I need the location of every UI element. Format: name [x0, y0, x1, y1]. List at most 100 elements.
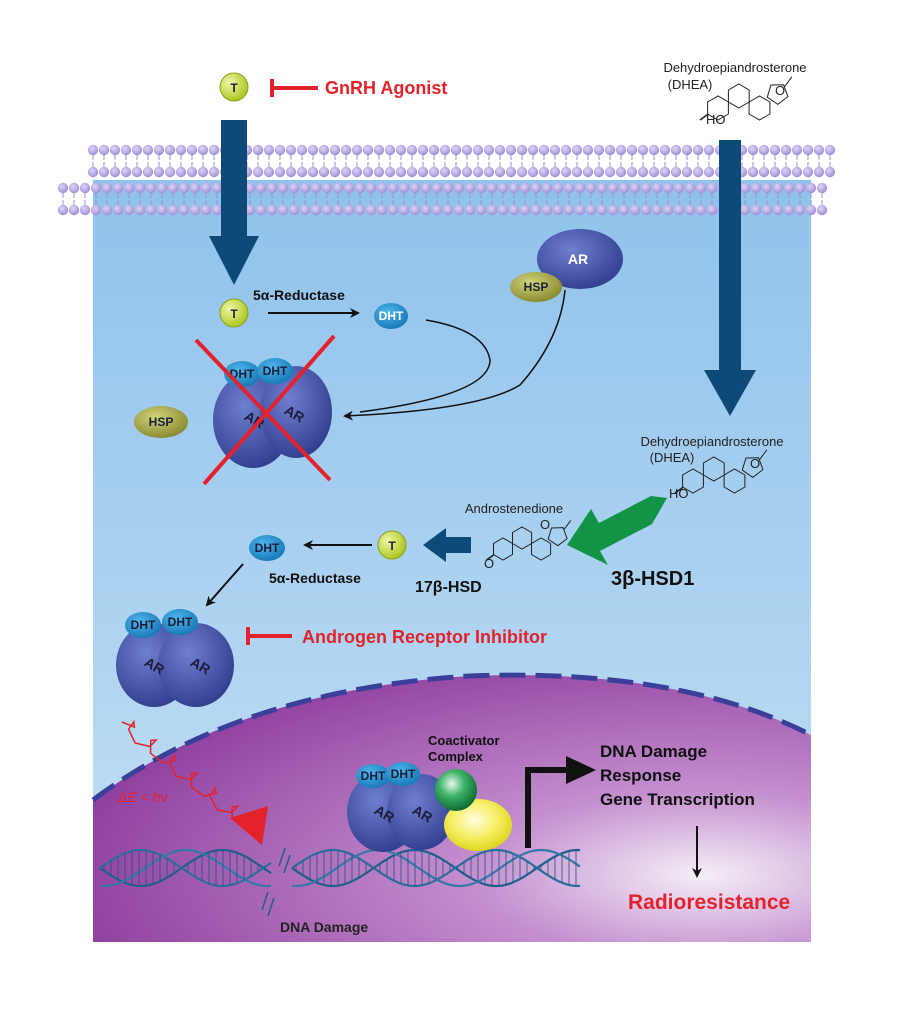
steroid-ring: [727, 83, 750, 109]
lipid-head: [519, 182, 531, 194]
oxo-label-andro-a: O: [484, 556, 494, 571]
dna-damage-label: DNA Damage: [280, 919, 368, 935]
lipid-head: [365, 204, 377, 216]
lipid-head: [662, 204, 674, 216]
lipid-head: [783, 182, 795, 194]
dna-strand: [99, 848, 272, 888]
lipid-head: [406, 166, 418, 178]
ar-inhibitor-bar: [246, 627, 292, 645]
lipid-head: [538, 166, 550, 178]
testosterone-molecule-lower: T: [377, 530, 407, 560]
lipid-head: [593, 166, 605, 178]
lipid-head: [164, 144, 176, 156]
dhea-structure-top: [699, 76, 793, 121]
lipid-head: [739, 204, 751, 216]
lipid-head: [431, 182, 443, 194]
lipid-head: [307, 144, 319, 156]
lipid-head: [439, 166, 451, 178]
lipid-head: [552, 182, 564, 194]
ho-label-cell: HO: [669, 486, 689, 501]
lipid-head: [120, 166, 132, 178]
lipid-head: [439, 144, 451, 156]
lipid-head: [178, 182, 190, 194]
lipid-head: [244, 182, 256, 194]
lipid-head: [277, 204, 289, 216]
lipid-head: [329, 166, 341, 178]
androstenedione-structure: [486, 520, 572, 561]
lipid-head: [376, 204, 388, 216]
lipid-head: [563, 182, 575, 194]
lipid-head: [750, 204, 762, 216]
coactivator-label-1: Coactivator: [428, 733, 500, 748]
dna-break-marks: [261, 847, 291, 917]
lipid-head: [189, 204, 201, 216]
ketone-bond: [563, 520, 572, 530]
energy-label: ΔE = hν: [117, 789, 167, 805]
dhea-name-cell: Dehydroepiandrosterone: [640, 434, 783, 449]
lipid-head: [431, 204, 443, 216]
lipid-head: [156, 182, 168, 194]
lipid-head: [156, 204, 168, 216]
hsd3-arrow: [567, 496, 667, 565]
lipid-head: [197, 166, 209, 178]
lipid-head: [461, 166, 473, 178]
lipid-head: [772, 182, 784, 194]
lipid-head: [442, 204, 454, 216]
lipid-head: [87, 166, 99, 178]
lipid-head: [200, 204, 212, 216]
coactivator-label-2: Complex: [428, 749, 484, 764]
lipid-head: [274, 144, 286, 156]
oxo-label-andro-b: O: [540, 517, 550, 532]
lipid-head: [376, 182, 388, 194]
lipid-head: [109, 166, 121, 178]
lipid-head: [692, 166, 704, 178]
steroid-ring: [741, 457, 764, 479]
lipid-head: [475, 204, 487, 216]
lipid-head: [571, 166, 583, 178]
lipid-head: [475, 182, 487, 194]
dht-label: DHT: [263, 364, 288, 378]
lipid-head: [541, 182, 553, 194]
ddr-label-3: Gene Transcription: [600, 790, 755, 809]
lipid-head: [648, 144, 660, 156]
lipid-head: [296, 144, 308, 156]
lipid-head: [552, 204, 564, 216]
lipid-head: [98, 144, 110, 156]
lipid-head: [112, 204, 124, 216]
lipid-head: [527, 144, 539, 156]
lipid-head: [497, 204, 509, 216]
lipid-head: [604, 144, 616, 156]
lipid-head: [497, 182, 509, 194]
lipid-head: [538, 144, 550, 156]
dht-molecule-lower: DHT: [249, 535, 285, 561]
lipid-head: [607, 182, 619, 194]
lipid-head: [758, 144, 770, 156]
lipid-head: [563, 204, 575, 216]
lipid-head: [805, 204, 817, 216]
lipid-head: [299, 204, 311, 216]
hsp-label: HSP: [524, 280, 549, 294]
lipid-head: [351, 144, 363, 156]
lipid-head: [343, 204, 355, 216]
lipid-head: [332, 182, 344, 194]
lipid-head: [640, 182, 652, 194]
lipid-head: [343, 182, 355, 194]
dna-strand: [99, 848, 272, 888]
lipid-head: [252, 166, 264, 178]
lipid-head: [780, 144, 792, 156]
lipid-head: [461, 144, 473, 156]
lipid-head: [211, 182, 223, 194]
lipid-head: [409, 204, 421, 216]
lipid-head: [428, 166, 440, 178]
lipid-head: [593, 144, 605, 156]
lipid-head: [285, 166, 297, 178]
lipid-head: [153, 166, 165, 178]
lipid-head: [285, 144, 297, 156]
radiation-wave: [121, 719, 240, 821]
lipid-head: [362, 144, 374, 156]
lipid-head: [164, 166, 176, 178]
ddr-label-2: Response: [600, 766, 681, 785]
hydroxyl-bond: [674, 486, 684, 494]
lipid-head: [318, 166, 330, 178]
ar-inhibitor-label: Androgen Receptor Inhibitor: [302, 627, 547, 647]
